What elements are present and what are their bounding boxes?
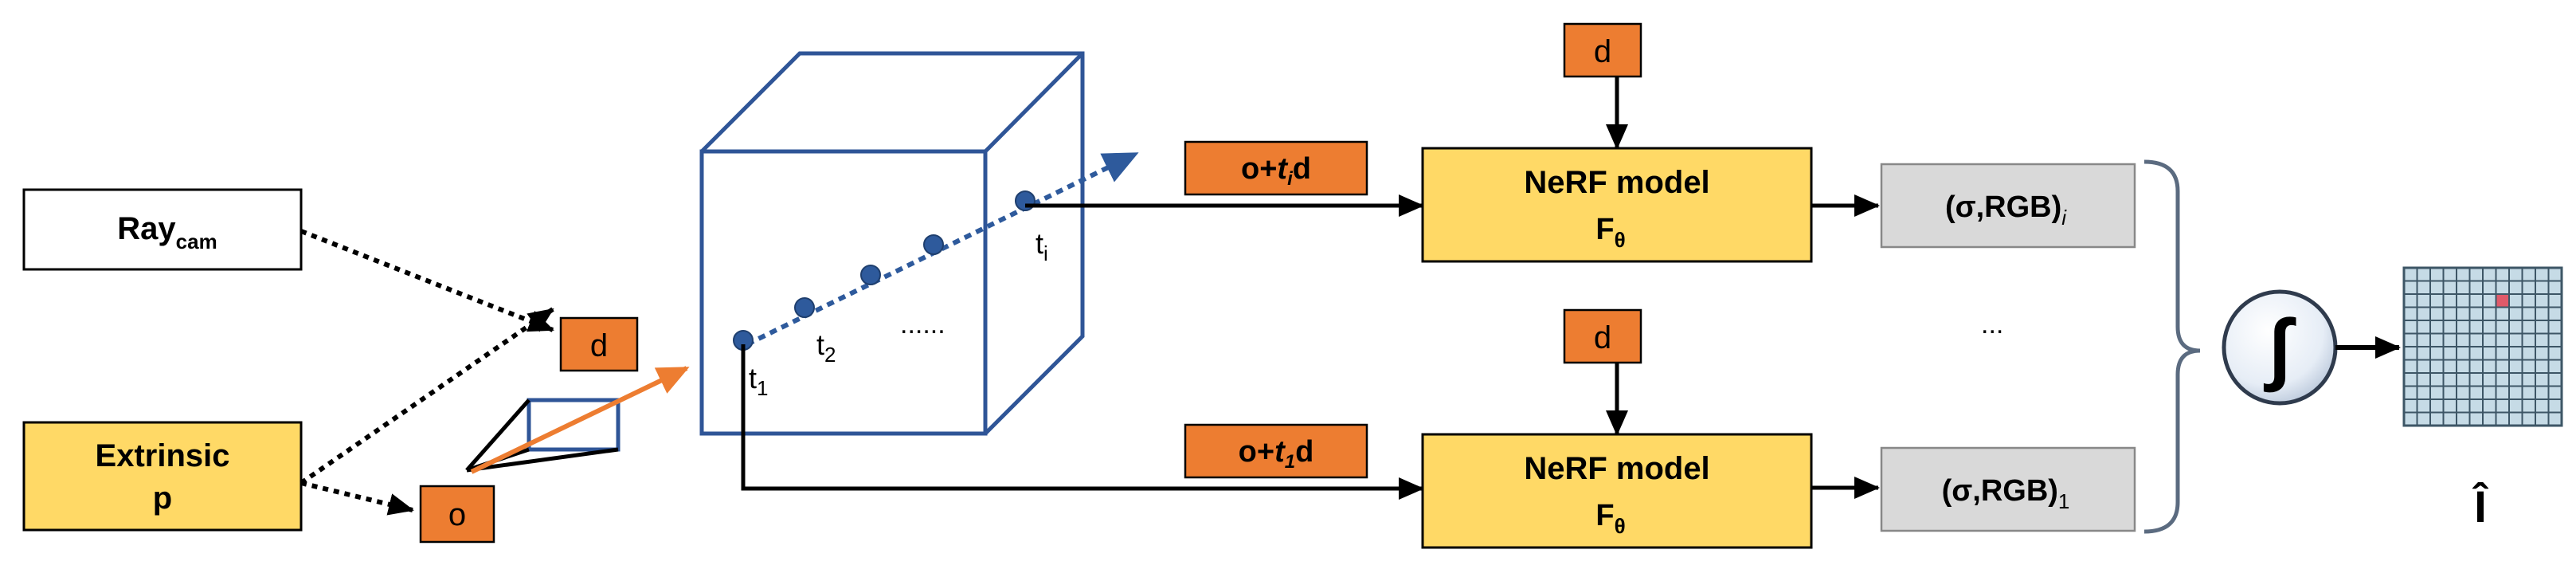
input-connectors bbox=[299, 229, 554, 516]
sample-points bbox=[733, 190, 1035, 351]
nerf-model-top: NeRF model Fθ bbox=[1421, 147, 1813, 263]
rendered-image-grid bbox=[2402, 266, 2563, 427]
volume-rendering-integral: ∫ bbox=[2222, 289, 2338, 406]
extrinsic-to-o-connector bbox=[300, 481, 414, 516]
nerf-model-bottom-function: Fθ bbox=[1595, 499, 1625, 538]
extrinsic-to-d-connector bbox=[299, 307, 554, 485]
nerf-model-top-function: Fθ bbox=[1595, 213, 1625, 252]
sample-label-ti: ti bbox=[1035, 227, 1048, 265]
extrinsic-box: Extrinsic p bbox=[22, 421, 303, 532]
sample-point-t2 bbox=[794, 297, 815, 318]
rendered-image-label: Î bbox=[2472, 481, 2488, 532]
sample-label-t2: t2 bbox=[816, 328, 836, 367]
output-box-bottom: (σ,RGB)1 bbox=[1880, 446, 2136, 532]
highlighted-pixel bbox=[2496, 294, 2509, 308]
direction-tag-bottom: d bbox=[1563, 308, 1642, 364]
output-box-top: (σ,RGB)i bbox=[1880, 163, 2136, 249]
output-top-label: (σ,RGB)i bbox=[1945, 190, 2067, 230]
orange-ray-arrow bbox=[470, 366, 690, 474]
sample-point bbox=[860, 265, 881, 285]
svg-text:Raycam: Raycam bbox=[117, 211, 217, 253]
sample-label-t1: t1 bbox=[749, 362, 768, 400]
sampled-ray-arrow bbox=[746, 151, 1139, 347]
direction-tag: d bbox=[559, 316, 639, 372]
nerf-model-bottom-title: NeRF model bbox=[1524, 451, 1709, 486]
position-tag-ti-label: o+tid bbox=[1241, 152, 1311, 190]
extrinsic-label: Extrinsic bbox=[96, 438, 230, 473]
origin-tag-label: o bbox=[448, 497, 466, 532]
position-tag-t1: o+t1d bbox=[1184, 423, 1368, 479]
ray-cam-box: Raycam bbox=[22, 188, 303, 271]
direction-tag-top: d bbox=[1563, 22, 1642, 78]
sample-point bbox=[923, 234, 944, 255]
position-tag-t1-label: o+t1d bbox=[1239, 435, 1314, 473]
ray-cam-subscript: cam bbox=[176, 230, 217, 253]
nerf-model-top-title: NeRF model bbox=[1524, 165, 1709, 200]
extrinsic-param-label: p bbox=[153, 481, 172, 516]
output-group-bracket bbox=[2143, 159, 2201, 534]
outputs-ellipsis: ... bbox=[1981, 309, 2003, 340]
direction-tag-bottom-label: d bbox=[1594, 320, 1611, 355]
position-tag-ti: o+tid bbox=[1184, 140, 1368, 196]
direction-tag-label: d bbox=[590, 328, 608, 363]
ray-cam-label: Ray bbox=[117, 211, 176, 246]
direction-tag-top-label: d bbox=[1594, 34, 1611, 69]
t1-to-model-connector bbox=[741, 344, 1424, 500]
volume-cube bbox=[699, 51, 1085, 436]
output-bottom-label: (σ,RGB)1 bbox=[1942, 474, 2070, 513]
nerf-model-bottom: NeRF model Fθ bbox=[1421, 433, 1813, 549]
ray-to-d-connector bbox=[299, 229, 554, 332]
origin-tag: o bbox=[419, 485, 495, 544]
sample-ellipsis: ...... bbox=[900, 309, 945, 340]
